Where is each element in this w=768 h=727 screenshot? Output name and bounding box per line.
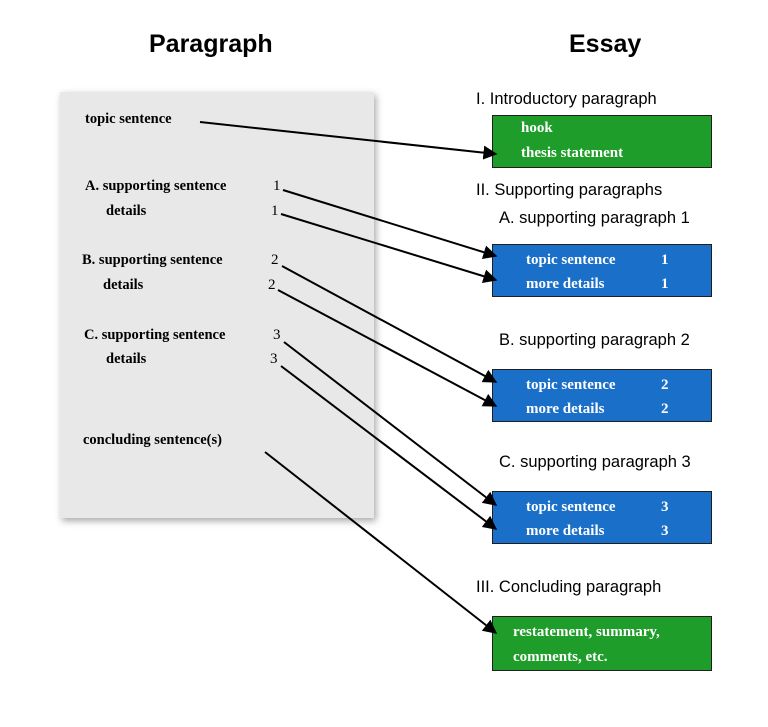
paragraph-panel	[60, 92, 374, 518]
arrow-concluding-to-concluding	[264, 451, 498, 634]
essay-concluding-box	[492, 616, 712, 671]
arrow-topic-to-intro	[199, 121, 498, 160]
essay-heading: Essay	[569, 30, 642, 58]
essay-a-topic-sentence: topic sentence	[526, 252, 616, 268]
essay-a-more-details-number: 1	[661, 276, 669, 292]
essay-intro-box	[492, 115, 712, 168]
paragraph-details-c: details	[106, 351, 147, 367]
essay-intro-hook: hook	[521, 120, 553, 136]
arrow-b-details-to-b-details	[277, 289, 498, 407]
essay-concluding-heading: III. Concluding paragraph	[476, 578, 662, 596]
essay-intro-heading: I. Introductory paragraph	[476, 90, 657, 108]
essay-c-more-details: more details	[526, 523, 605, 539]
paragraph-topic-sentence: topic sentence	[85, 111, 172, 127]
essay-a-more-details: more details	[526, 276, 605, 292]
paragraph-details-c-number: 3	[270, 351, 278, 367]
arrow-a-sentence-to-a-topic	[282, 189, 498, 259]
paragraph-supporting-sentence-a: A. supporting sentence	[85, 178, 227, 194]
essay-b-more-details-number: 2	[661, 401, 669, 417]
paragraph-supporting-sentence-c: C. supporting sentence	[84, 327, 226, 343]
paragraph-details-b: details	[103, 277, 144, 293]
essay-supporting-heading: II. Supporting paragraphs	[476, 181, 663, 199]
essay-b-topic-sentence: topic sentence	[526, 377, 616, 393]
essay-concluding-restatement: restatement, summary,	[513, 624, 660, 640]
arrow-a-details-to-a-details	[280, 213, 498, 283]
essay-c-more-details-number: 3	[661, 523, 669, 539]
paragraph-supporting-sentence-a-number: 1	[273, 178, 281, 194]
arrow-c-details-to-c-details	[280, 365, 498, 530]
paragraph-details-a: details	[106, 203, 147, 219]
paragraph-details-a-number: 1	[271, 203, 279, 219]
essay-supporting-c-heading: C. supporting paragraph 3	[499, 453, 691, 471]
essay-supporting-b-box	[492, 369, 712, 422]
essay-supporting-a-box	[492, 244, 712, 297]
essay-b-topic-sentence-number: 2	[661, 377, 669, 393]
paragraph-details-b-number: 2	[268, 277, 276, 293]
paragraph-supporting-sentence-b: B. supporting sentence	[82, 252, 223, 268]
paragraph-heading: Paragraph	[149, 30, 273, 58]
essay-supporting-a-heading: A. supporting paragraph 1	[499, 209, 690, 227]
arrow-c-sentence-to-c-topic	[283, 341, 498, 506]
arrow-b-sentence-to-b-topic	[281, 265, 498, 383]
essay-supporting-c-box	[492, 491, 712, 544]
essay-c-topic-sentence: topic sentence	[526, 499, 616, 515]
essay-concluding-comments: comments, etc.	[513, 649, 608, 665]
essay-c-topic-sentence-number: 3	[661, 499, 669, 515]
paragraph-supporting-sentence-b-number: 2	[271, 252, 279, 268]
paragraph-concluding-sentence: concluding sentence(s)	[83, 432, 222, 448]
essay-b-more-details: more details	[526, 401, 605, 417]
paragraph-supporting-sentence-c-number: 3	[273, 327, 281, 343]
essay-a-topic-sentence-number: 1	[661, 252, 669, 268]
essay-intro-thesis: thesis statement	[521, 145, 624, 161]
essay-supporting-b-heading: B. supporting paragraph 2	[499, 331, 690, 349]
